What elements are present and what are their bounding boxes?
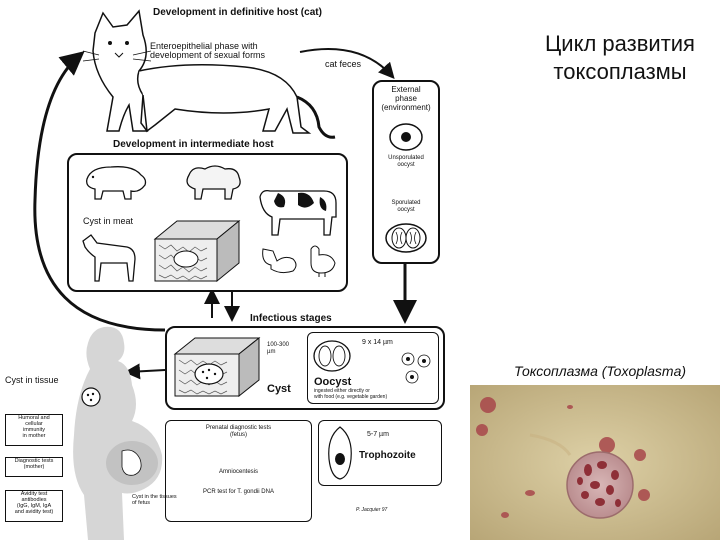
cyst-in-meat-label: Cyst in meat xyxy=(83,216,134,226)
unsporulated-oocyst-icon xyxy=(388,122,424,157)
meat-cyst-icon xyxy=(151,217,243,290)
humoral-immunity-box: Humoral and cellular immunity in mother xyxy=(5,414,63,446)
prenatal-label: Prenatal diagnostic tests (fetus) xyxy=(166,425,311,438)
avidity-line4: and avidity test) xyxy=(14,509,54,516)
tissue-cyst-icon xyxy=(173,334,263,405)
fetus-line2: of fetus xyxy=(132,500,151,507)
diagnostic-tests-box: Diagnostic tests (mother) xyxy=(5,457,63,477)
external-phase-line1: External xyxy=(391,85,421,94)
external-phase-line3: (environment) xyxy=(381,102,431,112)
cyst-label: Cyst xyxy=(267,383,291,395)
enteroepithelial-line1: Enteroepithelial phase with xyxy=(150,41,258,51)
cow-icon xyxy=(254,183,344,243)
prenatal-line1: Prenatal diagnostic tests xyxy=(205,425,272,431)
photo-caption: Токсоплазма (Toxoplasma) xyxy=(513,363,687,379)
humoral-line4: in mother xyxy=(22,433,46,440)
cyst-size-label: 100-300 µm xyxy=(267,342,289,355)
humoral-line3: immunity xyxy=(22,427,45,434)
pregnant-woman-icon xyxy=(60,325,170,540)
enteroepithelial-label: Enteroepithelial phase with development … xyxy=(150,41,266,61)
prenatal-line2: (fetus) xyxy=(229,431,247,438)
chicken-icon xyxy=(305,243,337,282)
oocyst-icon xyxy=(312,339,352,378)
avidity-line2: antibodies xyxy=(21,497,47,504)
prenatal-panel: Prenatal diagnostic tests (fetus) Amnioc… xyxy=(165,420,312,522)
unsporulated-line2: oocyst xyxy=(397,161,415,168)
fetus-line1: Cyst in the tissues xyxy=(132,494,177,500)
sporulated-line2: oocyst xyxy=(397,206,415,213)
infectious-stages-box: 100-300 µm Cyst 9 x 14 µm Oocyst ingeste… xyxy=(165,326,445,410)
cat-feces-label: cat feces xyxy=(325,59,362,69)
cyst-in-tissue-label: Cyst in tissue xyxy=(5,375,59,385)
trophozoite-size-label: 5-7 µm xyxy=(367,431,389,438)
external-phase-box: External phase (environment) Unsporulate… xyxy=(372,80,440,264)
trophozoite-icon xyxy=(325,425,355,486)
tissue-cyst-small-icon xyxy=(80,386,102,413)
avidity-box: Avidity test antibodies (IgG, IgM, IgA a… xyxy=(5,490,63,522)
avidity-line1: Avidity test xyxy=(20,491,48,497)
cyst-size-line1: 100-300 xyxy=(267,342,290,348)
trophozoite-label: Trophozoite xyxy=(359,450,416,461)
pcr-label: PCR test for T. gondii DNA xyxy=(203,489,274,495)
oocyst-note-line2: with food (e.g. vegetable garden) xyxy=(314,393,388,400)
trophozoite-panel: 5-7 µm Trophozoite xyxy=(318,420,442,486)
definitive-host-label: Development in definitive host (cat) xyxy=(153,7,322,18)
credit-label: P. Jacquier 97 xyxy=(356,507,388,513)
external-phase-line2: phase xyxy=(395,93,417,103)
horse-icon xyxy=(79,233,141,288)
diagnostic-line1: Diagnostic tests xyxy=(14,458,54,464)
sporulated-label: Sporulated oocyst xyxy=(374,200,438,213)
slide-title: Цикл развития токсоплазмы xyxy=(530,30,710,85)
unsporulated-line1: Unsporulated xyxy=(388,155,424,161)
oocyst-label: Oocyst xyxy=(314,376,352,388)
avidity-line3: (IgG, IgM, IgA xyxy=(16,503,52,510)
unsporulated-label: Unsporulated oocyst xyxy=(374,155,438,168)
humoral-line2: cellular xyxy=(25,421,43,428)
cat-icon xyxy=(55,5,355,145)
oocyst-panel: 9 x 14 µm Oocyst ingested either directl… xyxy=(307,332,439,404)
humoral-line1: Humoral and xyxy=(18,415,50,421)
sporulated-line1: Sporulated xyxy=(391,200,421,206)
slide-title-line2: токсоплазмы xyxy=(553,58,687,84)
sheep-icon xyxy=(179,161,249,206)
oocyst-size-label: 9 x 14 µm xyxy=(362,339,393,346)
diagnostic-line2: (mother) xyxy=(23,464,45,471)
infectious-stages-label: Infectious stages xyxy=(250,313,332,324)
cyst-size-line2: µm xyxy=(267,348,276,355)
fetus-cyst-label: Cyst in the tissues of fetus xyxy=(132,494,177,506)
amniocentesis-label: Amniocentesis xyxy=(218,469,259,475)
oocyst-note: ingested either directly or with food (e… xyxy=(314,388,388,400)
intermediate-host-label: Development in intermediate host xyxy=(113,139,274,150)
slide-title-line1: Цикл развития xyxy=(545,31,695,56)
enteroepithelial-line2: development of sexual forms xyxy=(150,50,266,61)
intermediate-host-box: Cyst in meat xyxy=(67,153,348,292)
oocyst-note-line1: ingested either directly or xyxy=(314,388,370,394)
external-phase-label: External phase (environment) xyxy=(374,85,438,112)
sporulated-oocyst-icon xyxy=(384,222,428,259)
pig-icon xyxy=(81,161,151,206)
oocyst-stages-icon xyxy=(400,351,434,390)
rabbit-icon xyxy=(261,247,301,282)
toxoplasma-micrograph xyxy=(470,385,720,540)
